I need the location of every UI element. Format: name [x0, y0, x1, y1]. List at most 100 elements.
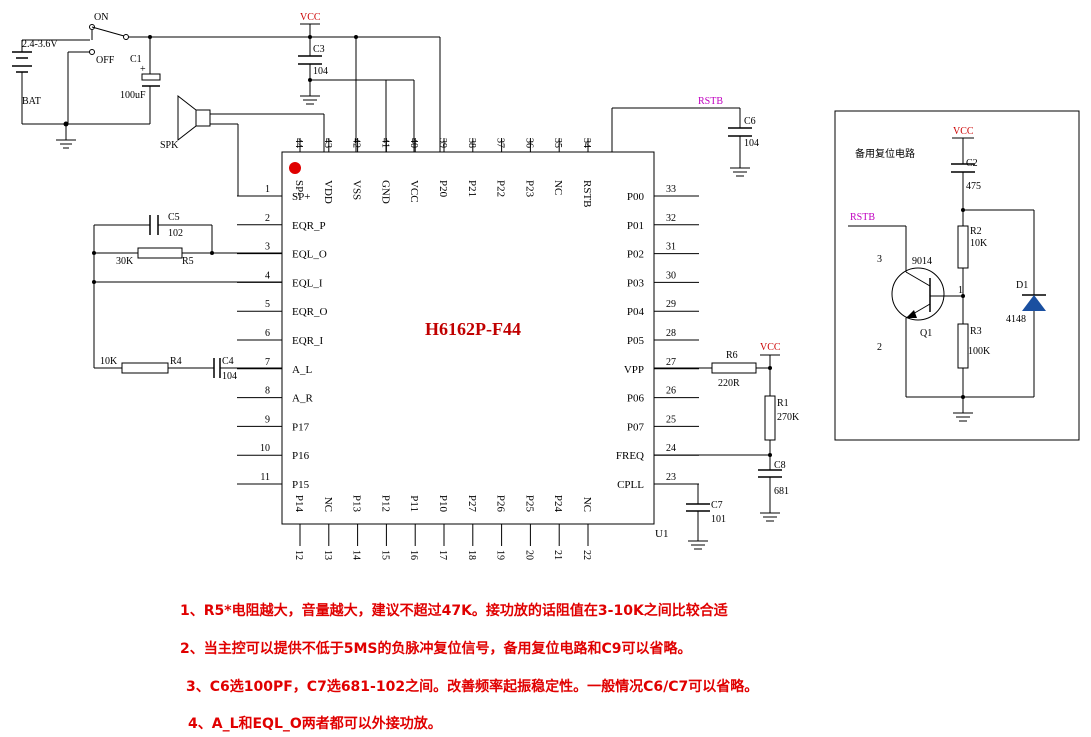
r1-value: 270K: [777, 412, 800, 423]
pin-number-10: 10: [260, 443, 270, 454]
pin-number-24: 24: [666, 443, 676, 454]
pin-number-12: 12: [293, 550, 304, 560]
vcc-label-top: VCC: [300, 12, 321, 23]
pin-number-9: 9: [265, 414, 270, 425]
pin-number-37: 37: [495, 138, 506, 148]
vcc-decoupling-section: VCC C3 104: [298, 12, 441, 152]
pin-number-4: 4: [265, 270, 270, 281]
pin-number-14: 14: [351, 550, 362, 560]
pin-number-1: 1: [265, 184, 270, 195]
pin-number-16: 16: [408, 550, 419, 560]
r4-value: 10K: [100, 356, 118, 367]
speaker-icon: [195, 109, 211, 127]
pin-label-3: EQL_O: [292, 249, 327, 261]
r5-value: 30K: [116, 256, 134, 267]
pin-number-13: 13: [322, 550, 333, 560]
pin-label-6: EQR_I: [292, 335, 324, 347]
pin-number-38: 38: [466, 138, 477, 148]
c5-value: 102: [168, 228, 183, 239]
pin-label-32: P01: [627, 220, 644, 232]
pin-number-39: 39: [437, 138, 448, 148]
c3-label: C3: [313, 44, 325, 55]
pin-label-33: P00: [627, 191, 645, 203]
c2-label: C2: [966, 158, 978, 169]
r5-resistor: [137, 247, 183, 259]
note-4: 4、A_L和EQL_O两者都可以外接功放。: [188, 716, 442, 732]
chip-name: H6162P-F44: [425, 319, 521, 339]
pin-label-37: P22: [495, 180, 507, 197]
reset-circuit-title: 备用复位电路: [855, 147, 915, 160]
speaker-label: SPK: [160, 140, 179, 151]
pin-number-8: 8: [265, 386, 270, 397]
pin-label-11: P15: [292, 479, 310, 491]
pin-label-30: P03: [627, 277, 645, 289]
pin-label-15: P12: [379, 495, 391, 512]
q1-label: Q1: [920, 328, 932, 339]
r6-label: R6: [726, 350, 738, 361]
d1-value: 4148: [1006, 314, 1026, 325]
r1-resistor: [764, 395, 776, 441]
r4-resistor: [121, 362, 169, 374]
transistor-q1: [891, 267, 945, 321]
switch-on-label: ON: [94, 12, 108, 23]
r5-label: R5: [182, 256, 194, 267]
c6-label: C6: [744, 116, 756, 127]
reset-rstb-label: RSTB: [850, 212, 875, 223]
pin-number-29: 29: [666, 299, 676, 310]
pin-number-18: 18: [466, 550, 477, 560]
pin-label-40: VCC: [408, 180, 420, 203]
chip-body: [281, 151, 655, 525]
pin-number-21: 21: [552, 550, 563, 560]
c8-value: 681: [774, 486, 789, 497]
pin-number-26: 26: [666, 386, 676, 397]
r3-value: 100K: [968, 346, 991, 357]
pin-number-36: 36: [523, 138, 534, 148]
c7-value: 101: [711, 514, 726, 525]
d1-label: D1: [1016, 280, 1028, 291]
pin-label-21: P24: [552, 495, 564, 513]
rstb-label: RSTB: [698, 96, 723, 107]
pin-label-23: CPLL: [617, 479, 644, 491]
r6-value: 220R: [718, 378, 740, 389]
pin-number-3: 3: [265, 242, 270, 253]
r3-label: R3: [970, 326, 982, 337]
r4-label: R4: [170, 356, 182, 367]
pin-label-9: P17: [292, 421, 310, 433]
c1-value: 100uF: [120, 90, 146, 101]
pin-number-43: 43: [322, 138, 333, 148]
pin-number-22: 22: [581, 550, 592, 560]
pin-number-7: 7: [265, 357, 270, 368]
pin-label-24: FREQ: [616, 450, 644, 462]
pin-label-10: P16: [292, 450, 310, 462]
pin-number-17: 17: [437, 550, 448, 560]
c2-value: 475: [966, 181, 981, 192]
pin-label-12: P14: [293, 495, 305, 513]
pin-label-39: P20: [437, 180, 449, 198]
r2-value: 10K: [970, 238, 988, 249]
pin-label-5: EQR_O: [292, 306, 328, 318]
pin-label-38: P21: [466, 180, 478, 197]
pin-label-44: SP-: [293, 180, 305, 196]
c1-label: C1: [130, 54, 142, 65]
pin-label-43: VDD: [322, 180, 334, 204]
vcc-label-r6: VCC: [760, 342, 781, 353]
pin-number-30: 30: [666, 270, 676, 281]
pin-number-23: 23: [666, 472, 676, 483]
reset-vcc-label: VCC: [953, 126, 974, 137]
pin-label-13: NC: [322, 497, 334, 512]
reset-circuit-box: 备用复位电路 VCC C2 475 R2 10K 1 R3 100K: [834, 110, 1080, 441]
chip-top-pins: 44SP-43VDD42VSS41GND40VCC39P2038P2137P22…: [293, 138, 593, 208]
r2-resistor: [957, 225, 969, 269]
pin-label-20: P25: [523, 495, 535, 513]
pin-label-14: P13: [351, 495, 363, 513]
c4-label: C4: [222, 356, 234, 367]
pin-number-31: 31: [666, 242, 676, 253]
pin-label-41: GND: [379, 180, 391, 204]
pin-number-34: 34: [581, 138, 592, 148]
battery-voltage-label: 2.4-3.6V: [22, 39, 58, 50]
pin-number-5: 5: [265, 299, 270, 310]
pin-label-31: P02: [627, 249, 644, 261]
pin-label-1: SP+: [292, 191, 310, 203]
c1-plus: +: [140, 64, 146, 75]
pin-number-6: 6: [265, 328, 270, 339]
